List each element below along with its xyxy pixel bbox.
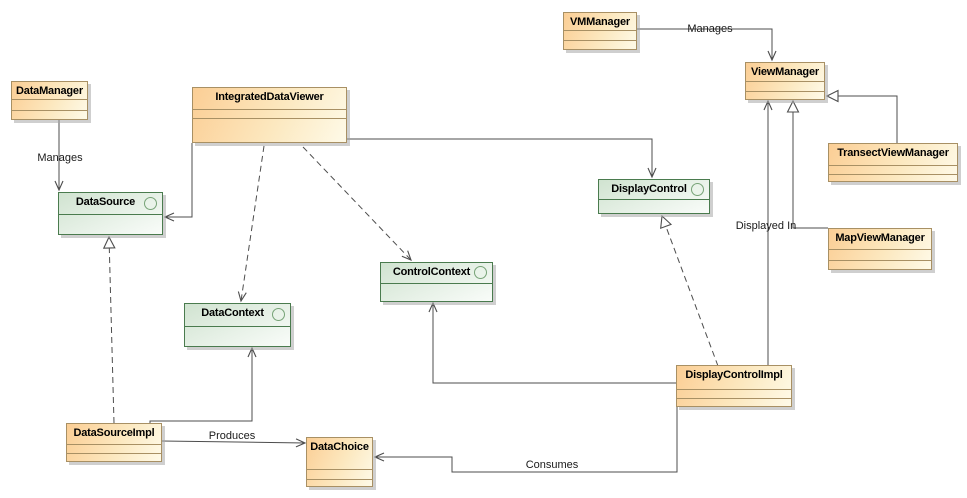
edge-label-datasourceimpl-datachoice: Produces xyxy=(208,430,256,442)
class-title-data-source: DataSource xyxy=(75,196,136,208)
edge-idv-datasource[interactable] xyxy=(163,143,193,222)
class-title-view-manager: ViewManager xyxy=(751,66,819,78)
interface-circle-icon xyxy=(144,196,157,210)
class-data-source-impl[interactable]: DataSourceImpl xyxy=(66,423,162,462)
class-title-control-context: ControlContext xyxy=(392,266,471,278)
compartment-divider xyxy=(564,30,636,31)
compartment-divider xyxy=(599,199,709,200)
compartment-divider xyxy=(67,453,161,454)
edge-displaycontrolimpl-displaycontrol[interactable] xyxy=(660,214,719,367)
interface-circle-icon xyxy=(272,308,285,321)
class-vm-manager[interactable]: VMManager xyxy=(563,12,637,50)
class-title-vm-manager: VMManager xyxy=(570,16,630,28)
class-title-integrated-data-viewer: IntegratedDataViewer xyxy=(215,91,324,103)
class-view-manager[interactable]: ViewManager xyxy=(745,62,825,100)
compartment-divider xyxy=(829,165,957,166)
edge-label-displaycontrolimpl-datachoice: Consumes xyxy=(525,459,579,471)
compartment-divider xyxy=(67,444,161,445)
class-integrated-data-viewer[interactable]: IntegratedDataViewer xyxy=(192,87,347,143)
interface-circle-icon xyxy=(474,266,487,279)
class-title-data-source-impl: DataSourceImpl xyxy=(73,427,155,439)
compartment-divider xyxy=(193,118,346,119)
class-display-control[interactable]: DisplayControl xyxy=(598,179,710,214)
class-data-context[interactable]: DataContext xyxy=(184,303,291,347)
class-title-data-context: DataContext xyxy=(201,307,264,319)
edge-idv-controlcontext[interactable] xyxy=(302,146,412,261)
compartment-divider xyxy=(59,214,162,215)
edge-datasourceimpl-datacontext[interactable] xyxy=(149,346,257,423)
edge-datasourceimpl-datasource[interactable] xyxy=(102,235,116,424)
edge-displaycontrolimpl-datachoice[interactable] xyxy=(373,407,678,473)
class-data-source[interactable]: DataSource xyxy=(58,192,163,235)
compartment-divider xyxy=(307,479,372,480)
edge-mapviewmanager-viewmanager[interactable] xyxy=(786,99,828,229)
compartment-divider xyxy=(677,398,791,399)
compartment-divider xyxy=(12,110,87,111)
class-map-view-manager[interactable]: MapViewManager xyxy=(828,228,932,270)
class-data-manager[interactable]: DataManager xyxy=(11,81,88,120)
compartment-divider xyxy=(829,260,931,261)
compartment-divider xyxy=(746,91,824,92)
compartment-divider xyxy=(185,326,290,327)
class-title-map-view-manager: MapViewManager xyxy=(835,232,925,244)
edge-transectviewmanager-viewmanager[interactable] xyxy=(825,89,898,143)
class-display-control-impl[interactable]: DisplayControlImpl xyxy=(676,365,792,407)
class-transect-view-manager[interactable]: TransectViewManager xyxy=(828,143,958,182)
class-title-data-manager: DataManager xyxy=(16,85,83,97)
compartment-divider xyxy=(829,174,957,175)
class-data-choice[interactable]: DataChoice xyxy=(306,437,373,487)
edge-vmmanager-viewmanager[interactable] xyxy=(637,28,777,62)
class-title-display-control: DisplayControl xyxy=(611,183,687,195)
compartment-divider xyxy=(677,389,791,390)
compartment-divider xyxy=(307,469,372,470)
compartment-divider xyxy=(193,109,346,110)
compartment-divider xyxy=(746,81,824,82)
interface-circle-icon xyxy=(691,182,704,196)
compartment-divider xyxy=(829,249,931,250)
edge-datasourceimpl-datachoice[interactable] xyxy=(161,438,307,448)
compartment-divider xyxy=(12,99,87,100)
class-title-data-choice: DataChoice xyxy=(310,441,369,453)
compartment-divider xyxy=(381,283,492,284)
class-control-context[interactable]: ControlContext xyxy=(380,262,493,302)
edge-label-datamanager-datasource: Manages xyxy=(37,152,83,164)
edge-idv-displaycontrol[interactable] xyxy=(347,138,657,179)
compartment-divider xyxy=(564,40,636,41)
class-title-transect-view-manager: TransectViewManager xyxy=(837,147,949,159)
edge-label-displaycontrolimpl-viewmanager: Displayed In xyxy=(735,220,797,232)
edge-idv-datacontext[interactable] xyxy=(237,145,265,303)
edge-label-vmmanager-viewmanager: Manages xyxy=(687,23,733,35)
class-title-display-control-impl: DisplayControlImpl xyxy=(685,369,783,381)
edge-displaycontrolimpl-controlcontext[interactable] xyxy=(428,301,676,384)
